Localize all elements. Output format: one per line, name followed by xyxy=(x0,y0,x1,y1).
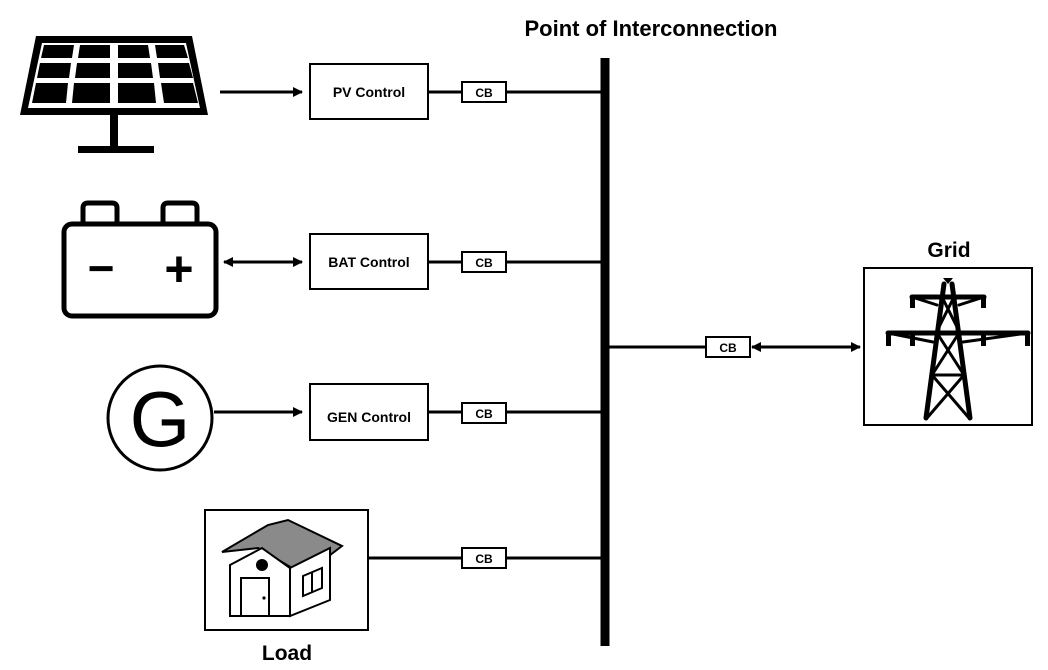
generator-icon: G xyxy=(106,364,214,472)
load-label: Load xyxy=(262,642,312,665)
gen-control-label: GEN Control xyxy=(327,409,411,425)
diagram-title: Point of Interconnection xyxy=(525,16,778,41)
breaker-grid xyxy=(705,336,751,358)
transmission-tower-icon xyxy=(885,278,1031,421)
battery-icon: − + xyxy=(61,200,219,319)
battery-minus-label: − xyxy=(88,242,115,294)
generator-symbol: G xyxy=(130,375,191,463)
breaker-bat-label: CB xyxy=(475,256,493,270)
solar-panel-icon xyxy=(20,36,208,153)
breaker-gen-label: CB xyxy=(475,407,493,421)
grid-label: Grid xyxy=(927,239,970,262)
grid-box xyxy=(863,267,1033,426)
breaker-grid-label: CB xyxy=(719,341,737,355)
breaker-pv-label: CB xyxy=(475,86,493,100)
house-icon xyxy=(221,518,344,618)
bat-control-box xyxy=(309,233,429,290)
battery-plus-label: + xyxy=(164,241,193,297)
pv-control-box xyxy=(309,63,429,120)
bat-control-label: BAT Control xyxy=(328,254,409,270)
gen-control-box xyxy=(309,383,429,441)
pv-control-label: PV Control xyxy=(333,84,405,100)
breaker-load-label: CB xyxy=(475,552,493,566)
